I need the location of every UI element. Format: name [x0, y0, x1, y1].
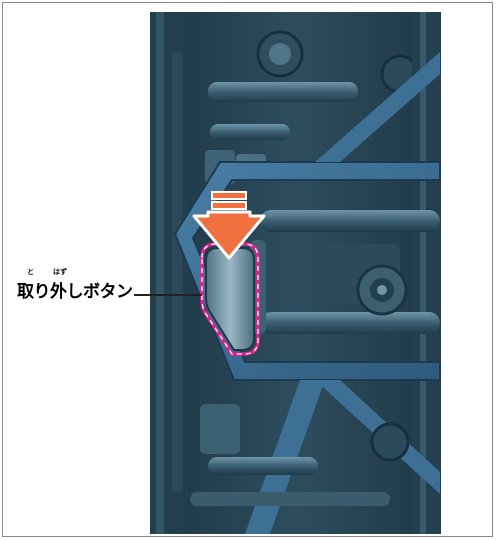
figure-frame: と はず 取り外しボタン [2, 2, 493, 537]
ruby-hazu: はず [53, 268, 67, 276]
release-button-label: 取り外しボタン [17, 282, 133, 302]
callout-leader-line [134, 294, 202, 296]
down-arrow-icon [192, 191, 266, 260]
ruby-to: と [27, 268, 34, 276]
machine-illustration [150, 12, 441, 534]
